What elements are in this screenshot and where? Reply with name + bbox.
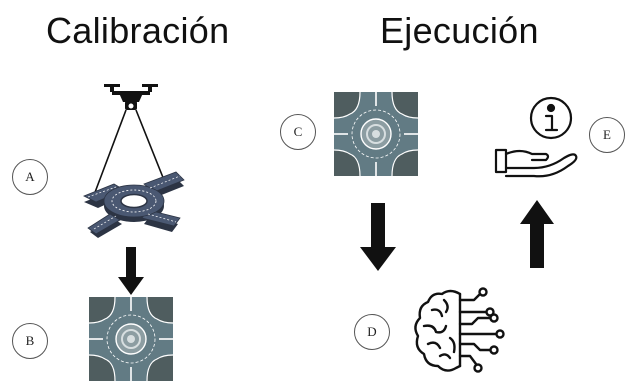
ai-brain-icon <box>414 287 505 373</box>
step-a-marker: A <box>12 159 48 195</box>
step-b-marker: B <box>12 323 48 359</box>
execution-title: Ejecución <box>380 10 539 51</box>
step-c-marker: C <box>280 114 316 150</box>
roundabout-top-view-icon <box>88 296 174 381</box>
information-hand-icon <box>494 96 578 178</box>
arrow-down-icon <box>360 203 396 271</box>
step-e-marker: E <box>589 117 625 153</box>
step-d-marker: D <box>354 314 390 350</box>
calibration-title: Calibración <box>46 10 230 51</box>
arrow-up-icon <box>520 200 554 268</box>
arrow-down-icon <box>118 247 144 295</box>
roundabout-3d-icon <box>83 171 185 238</box>
drone-icon <box>93 84 169 196</box>
roundabout-top-view-icon <box>333 91 419 177</box>
